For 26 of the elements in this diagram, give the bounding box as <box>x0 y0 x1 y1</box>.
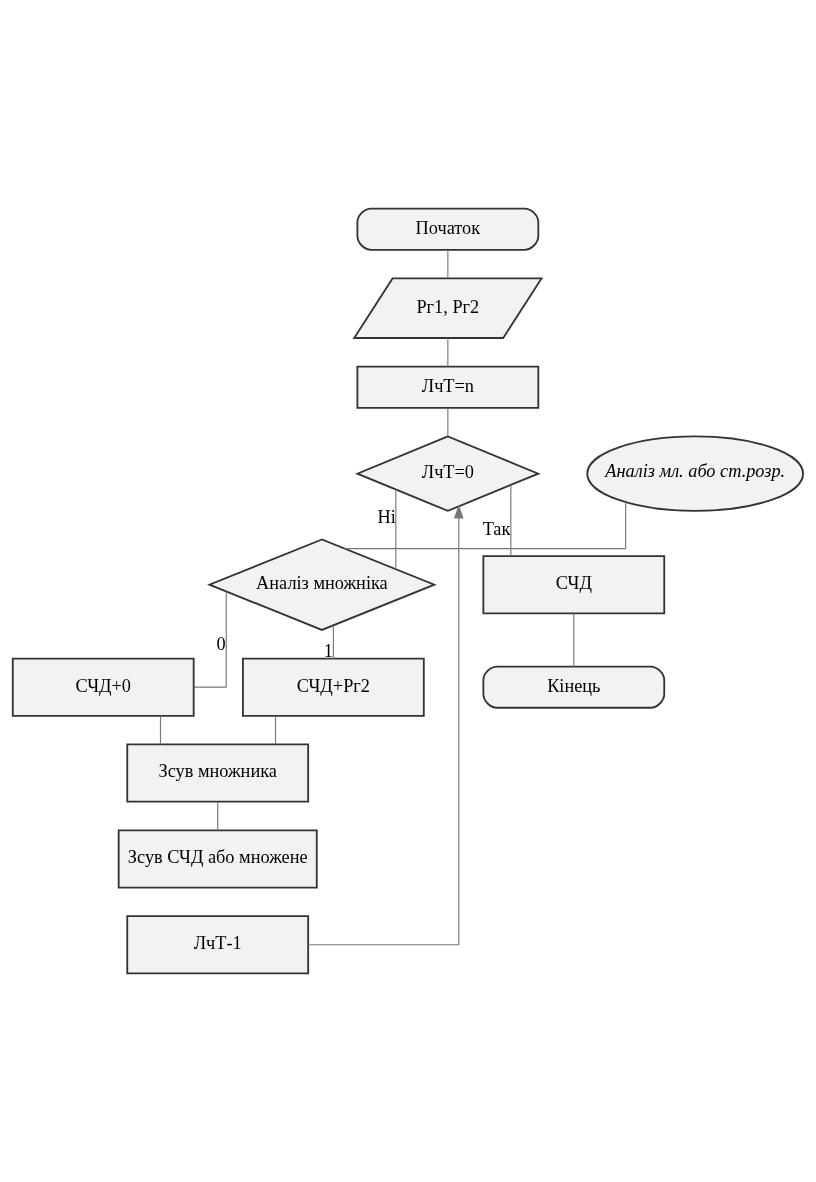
node-ellipse: Аналіз мл. або ст.розр. <box>586 435 804 512</box>
node-box: Кінець <box>482 665 666 709</box>
node-box: ЛчТ-1 <box>126 915 310 975</box>
edge-label: 0 <box>216 633 226 654</box>
node-diamond: Аналіз множніка <box>207 538 437 631</box>
connector <box>573 613 575 668</box>
node-box: Зсув множника <box>126 743 310 803</box>
node-box: СЧД+0 <box>11 657 195 717</box>
connector <box>159 715 162 745</box>
node-box: СЧД <box>482 555 666 615</box>
node-box: Початок <box>356 207 540 251</box>
node-box: СЧД+Рг2 <box>242 657 425 717</box>
connector <box>510 484 512 557</box>
node-box: Зсув СЧД або множене <box>117 829 318 889</box>
connector <box>332 624 334 660</box>
connector <box>447 337 449 367</box>
connector <box>217 801 219 831</box>
node-box: ЛчТ=n <box>356 365 540 409</box>
arrow <box>307 504 464 946</box>
connector <box>447 249 449 279</box>
connector <box>344 501 627 550</box>
edge-label: Так <box>482 519 511 540</box>
connector <box>193 591 227 688</box>
connector <box>447 407 449 437</box>
connector <box>274 715 277 745</box>
connector <box>395 489 397 570</box>
